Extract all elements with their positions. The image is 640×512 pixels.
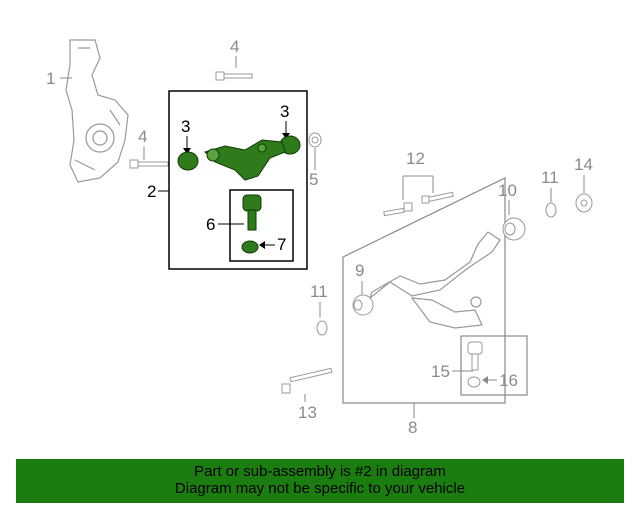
callout-9: 9	[355, 261, 364, 280]
callout-10: 10	[498, 181, 517, 200]
upper-arm-assembly-box	[168, 90, 308, 270]
callout-5: 5	[309, 170, 318, 189]
callout-3-right: 3	[280, 102, 289, 121]
callout-8: 8	[408, 418, 417, 437]
callout-2: 2	[147, 182, 156, 201]
callout-14: 14	[574, 155, 593, 174]
callout-11-right: 11	[541, 168, 559, 187]
bushing-9	[352, 294, 374, 316]
callout-6: 6	[206, 215, 215, 234]
arrow-3-left	[183, 148, 191, 154]
callout-15: 15	[431, 362, 450, 381]
washer-11-right	[545, 202, 557, 218]
bolt-top	[215, 71, 253, 81]
callout-4-left: 4	[138, 127, 147, 146]
upper-control-arm	[177, 135, 301, 181]
arrow-3-right	[282, 133, 290, 139]
callout-4-top: 4	[230, 37, 239, 56]
parts-diagram: 1 4 4 2 3 3 6 7 5	[46, 37, 593, 437]
arrow-16	[482, 376, 488, 384]
lower-ball-joint	[467, 341, 483, 388]
lower-control-arm	[368, 231, 501, 329]
callout-1: 1	[46, 69, 55, 88]
callout-13: 13	[298, 403, 317, 422]
callout-7: 7	[277, 235, 286, 254]
arrow-7	[259, 241, 265, 249]
bushing-10	[502, 217, 526, 241]
banner-line-2: Diagram may not be specific to your vehi…	[174, 480, 466, 497]
lower-ball-joint-box	[460, 335, 528, 396]
washer-11-left	[316, 320, 328, 336]
nut-5	[308, 132, 322, 148]
info-banner: Part or sub-assembly is #2 in diagram Di…	[16, 459, 624, 503]
bolt-13	[281, 367, 333, 394]
bolts-12	[383, 191, 454, 217]
ball-joint	[241, 194, 262, 254]
callout-12: 12	[406, 149, 425, 168]
leader-12	[402, 175, 434, 200]
callout-11-left: 11	[310, 282, 328, 301]
nut-14	[575, 193, 593, 213]
banner-line-1: Part or sub-assembly is #2 in diagram	[194, 463, 446, 480]
callout-3-left: 3	[181, 117, 190, 136]
ball-joint-box	[229, 189, 294, 262]
callout-16: 16	[499, 371, 518, 390]
bolt-left	[129, 159, 169, 169]
lower-arm-panel	[342, 177, 506, 404]
steering-knuckle	[65, 39, 129, 183]
